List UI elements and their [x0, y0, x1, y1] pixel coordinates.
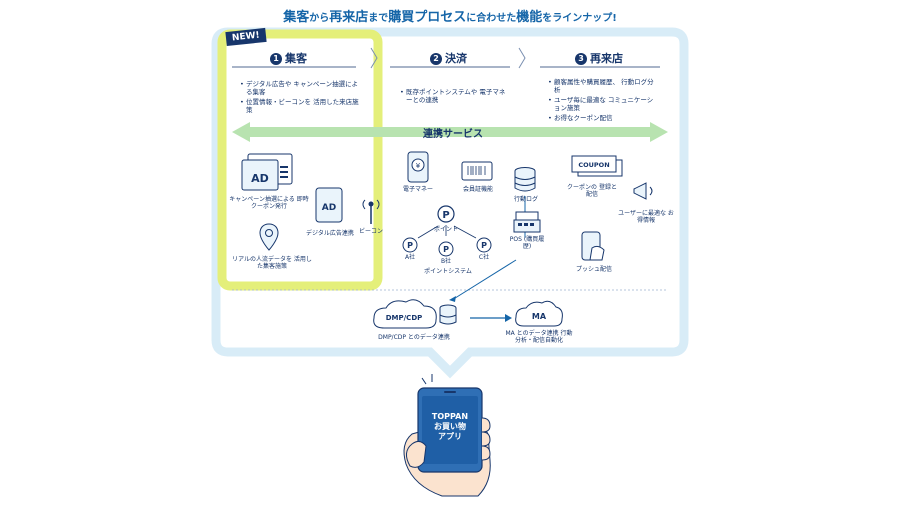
renkei-label: 連携サービス — [423, 129, 483, 140]
action-log-label: 行動ログ — [513, 196, 538, 203]
page-title: 集客から再来店まで購買プロセスに合わせた機能をラインナップ! — [283, 10, 617, 25]
point-main-icon: P — [437, 205, 455, 223]
divider-2 — [518, 47, 526, 69]
svg-text:AD: AD — [251, 172, 269, 185]
dmp-cloud-icon: DMP/CDP — [373, 299, 457, 329]
bullets-sairaiten: 顧客属性や購買履歴、 行動ログ分析 ユーザ毎に最適な コミュニケーション施策 お… — [548, 78, 658, 124]
real-data-label: リアルの人流データを 活用した集客施策 — [232, 256, 312, 270]
pos-register-icon — [513, 211, 541, 233]
bullet-item: お得なクーポン配信 — [548, 114, 658, 122]
database-icon — [514, 167, 536, 192]
user-info-label: ユーザーに最適な お得情報 — [618, 210, 674, 224]
c-sha-label: C社 — [478, 254, 490, 261]
coupon-reg-label: クーポンの 登録と配信 — [567, 184, 617, 198]
renkei-arrow — [232, 122, 668, 142]
point-label: ポイント — [434, 226, 459, 233]
digital-ad-label: デジタル広告連携 — [306, 230, 354, 237]
point-b-icon: P — [438, 241, 454, 257]
member-card-icon — [461, 161, 493, 181]
dmp-caption: DMP/CDP とのデータ連携 — [378, 334, 450, 341]
bullet-item: 既存ポイントシステムや 電子マネーとの連携 — [400, 88, 510, 104]
point-c-icon: P — [476, 237, 492, 253]
push-label: プッシュ配信 — [575, 266, 612, 273]
arrow-pos-to-dmp — [451, 259, 517, 301]
campaign-label: キャンペーン抽選による 即時クーポン発行 — [229, 196, 309, 210]
bullet-item: ユーザ毎に最適な コミュニケーション施策 — [548, 96, 658, 112]
bullets-shuukyaku: デジタル広告や キャンペーン抽選による集客 位置情報・ビーコンを 活用した来店施… — [240, 80, 360, 116]
emoney-phone-icon: ¥ — [407, 151, 429, 183]
svg-text:MA: MA — [532, 312, 547, 321]
bullet-item: デジタル広告や キャンペーン抽選による集客 — [240, 80, 360, 96]
svg-text:COUPON: COUPON — [578, 161, 609, 169]
divider-1 — [370, 47, 378, 69]
pos-label: POS (購買履歴) — [509, 236, 545, 250]
bullet-item: 位置情報・ビーコンを 活用した来店施策 — [240, 98, 360, 114]
point-a-icon: P — [402, 237, 418, 253]
svg-text:P: P — [407, 241, 413, 250]
megaphone-icon — [633, 182, 653, 200]
ma-cloud-icon: MA — [515, 300, 563, 327]
tablet-ad-icon: AD — [315, 187, 343, 223]
shuukyaku-highlight — [217, 29, 383, 291]
point-system-label: ポイントシステム — [424, 268, 472, 275]
beacon-icon — [362, 199, 380, 224]
phone-app-label: TOPPAN お買い物 アプリ — [431, 412, 469, 441]
svg-text:AD: AD — [322, 203, 336, 213]
ma-caption: MA とのデータ連携 行動分析・配信自動化 — [505, 330, 573, 344]
ad-screen-icon: AD — [241, 153, 293, 191]
svg-text:DMP/CDP: DMP/CDP — [386, 314, 423, 322]
a-sha-label: A社 — [404, 254, 416, 261]
emoney-label: 電子マネー — [402, 186, 433, 193]
svg-text:¥: ¥ — [416, 162, 421, 170]
location-pin-icon — [259, 223, 279, 251]
svg-text:P: P — [481, 241, 487, 250]
outer-frame — [211, 27, 689, 379]
bullet-item: 顧客属性や購買履歴、 行動ログ分析 — [548, 78, 658, 94]
hand-phone-icon — [403, 374, 491, 497]
beacon-label: ビーコン — [358, 228, 383, 235]
member-label: 会員証機能 — [462, 186, 493, 193]
b-sha-label: B社 — [440, 258, 452, 265]
svg-text:P: P — [442, 210, 449, 221]
coupon-ticket-icon: COUPON — [571, 155, 623, 177]
push-phone-icon — [581, 231, 605, 261]
svg-text:P: P — [443, 245, 449, 254]
bullets-kessai: 既存ポイントシステムや 電子マネーとの連携 — [400, 88, 510, 106]
